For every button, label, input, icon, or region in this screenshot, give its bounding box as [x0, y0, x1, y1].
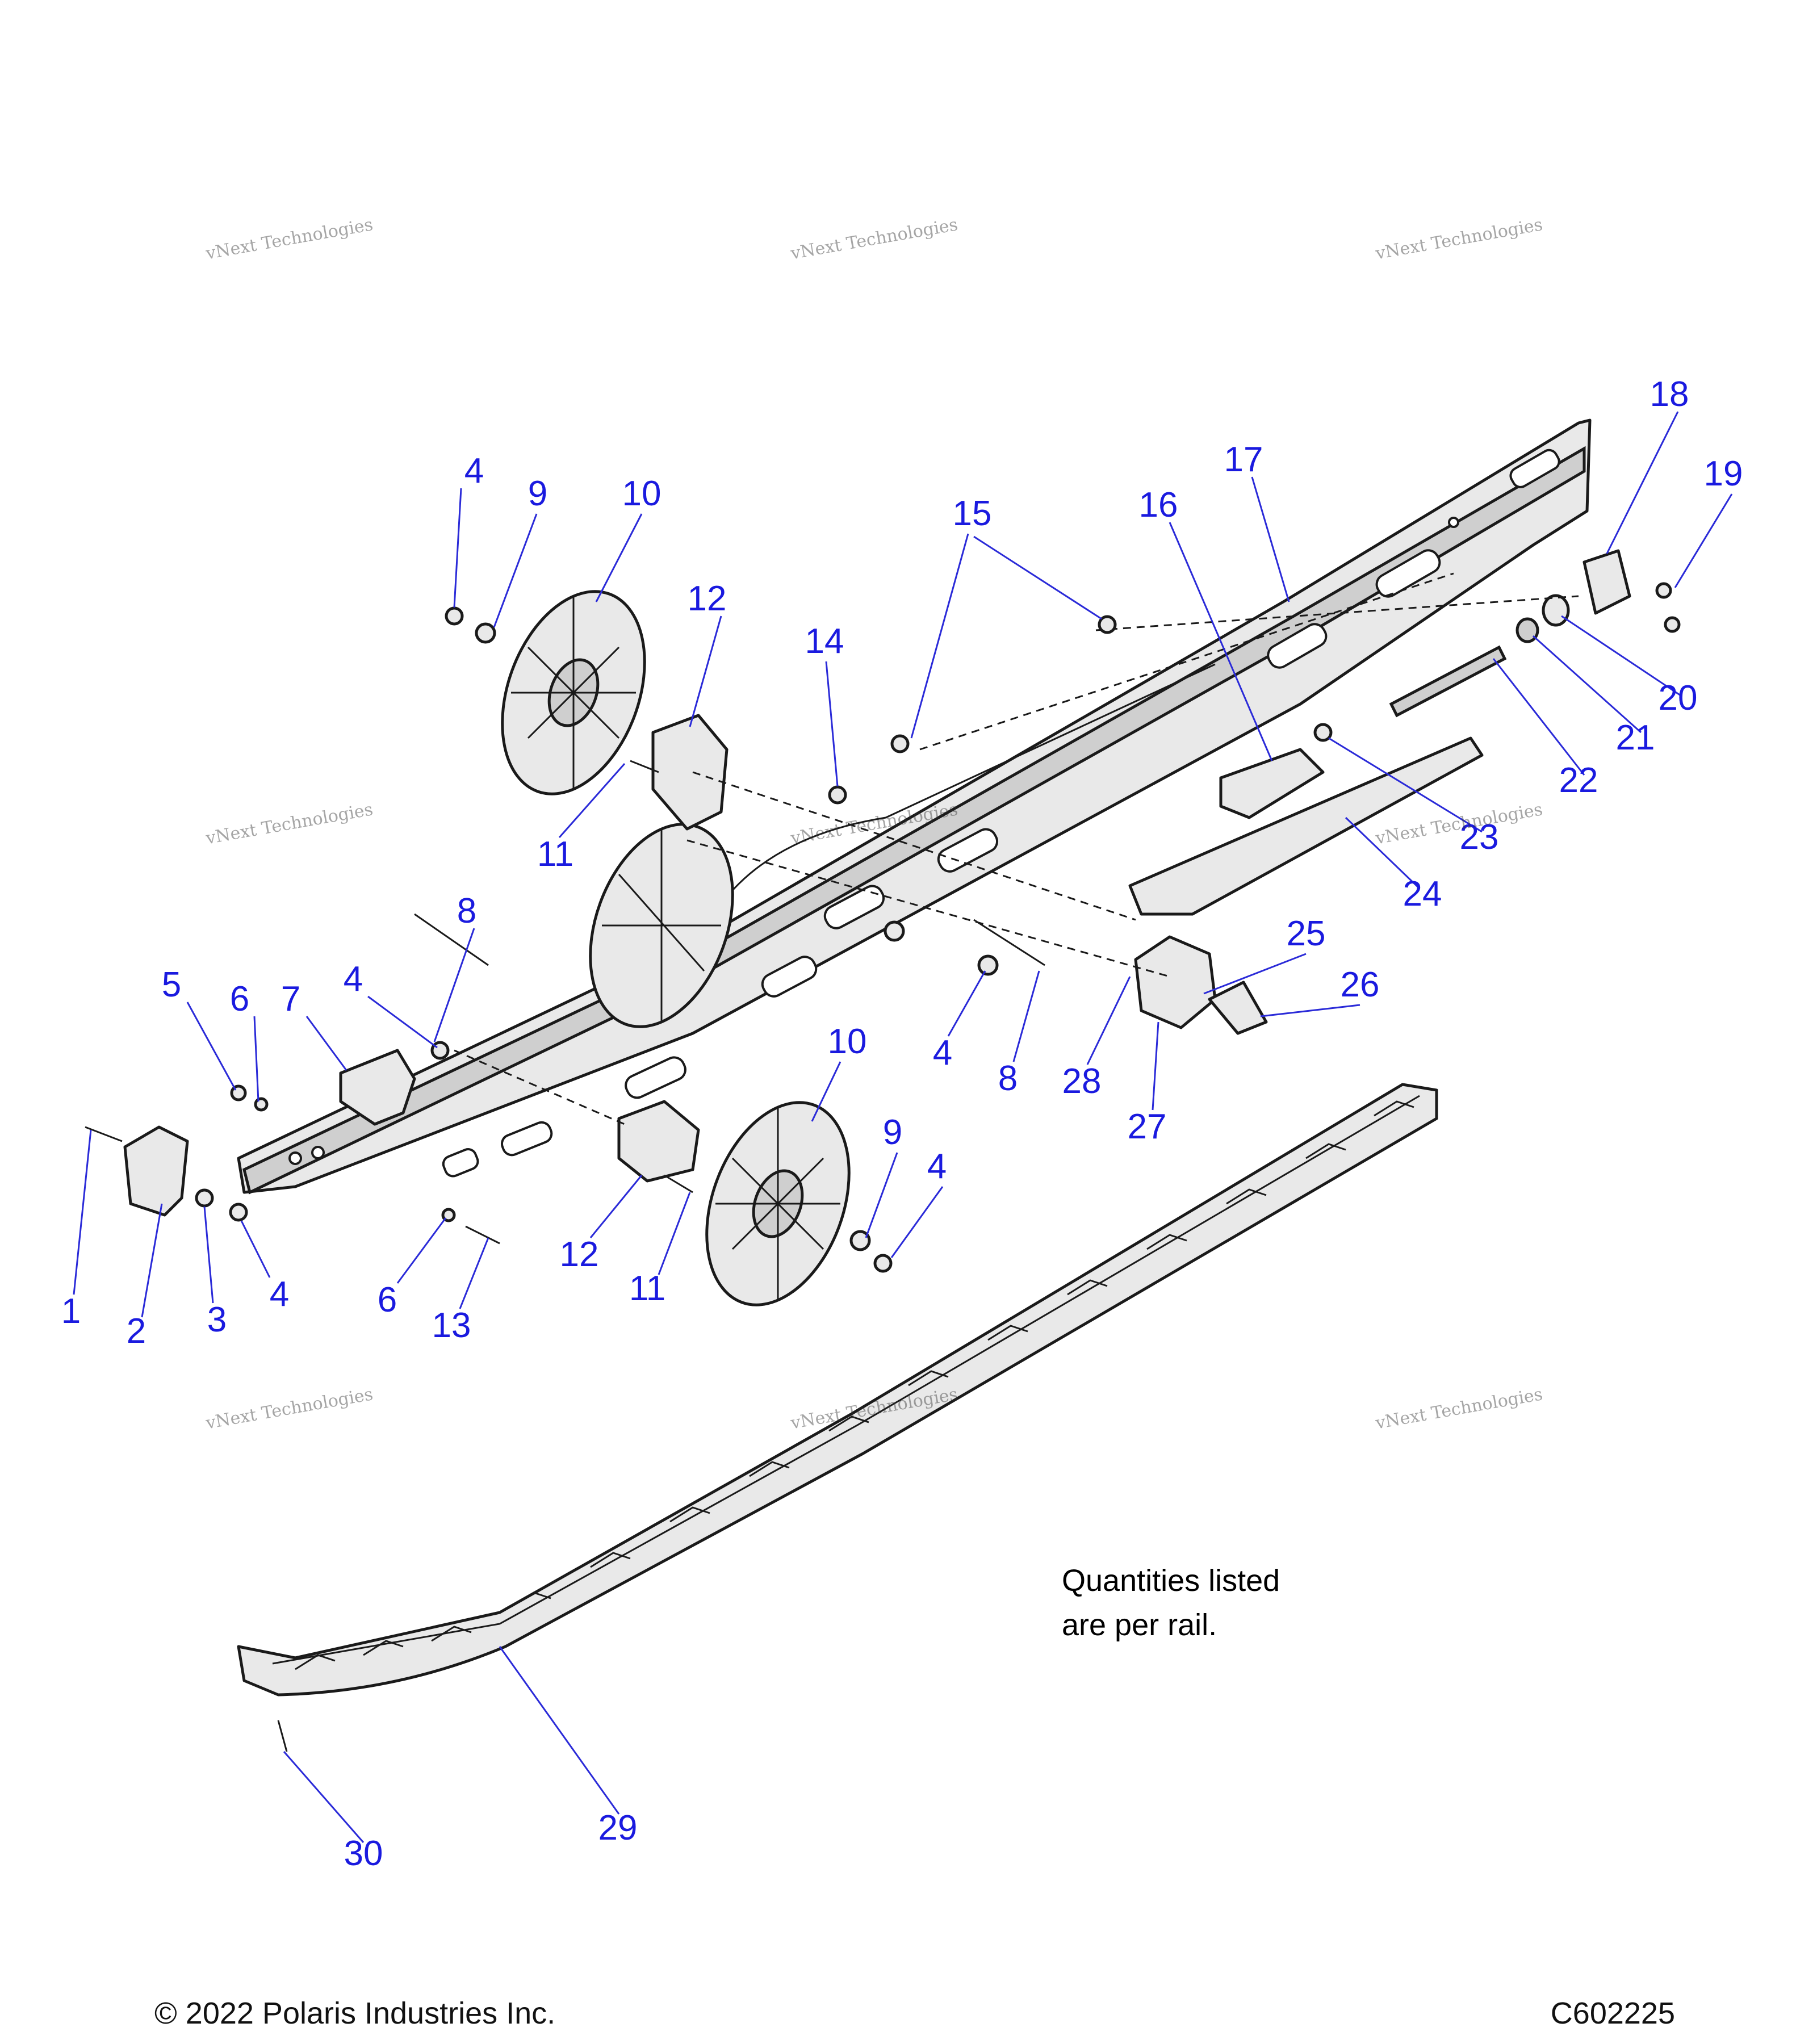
callout-23: 23 [1460, 818, 1499, 857]
callout-8: 8 [998, 1059, 1018, 1098]
rear-bracket [1582, 549, 1631, 615]
axle-boss-lower [617, 1100, 700, 1183]
callout-2: 2 [127, 1312, 146, 1351]
axle-boss-upper [651, 714, 729, 831]
idler-wheel-lower [705, 1101, 851, 1306]
rear-slide-block [1128, 736, 1484, 916]
hyfax-notches [295, 1100, 1414, 1670]
leader-lines [73, 411, 1733, 1843]
callout-4: 4 [270, 1275, 289, 1314]
callout-12: 12 [688, 579, 727, 618]
callout-9: 9 [883, 1113, 902, 1152]
callout-25: 25 [1287, 914, 1326, 953]
callout-28: 28 [1062, 1062, 1102, 1101]
callout-7: 7 [281, 979, 300, 1019]
tensioner-sleeve [1208, 981, 1268, 1035]
callout-22: 22 [1559, 761, 1598, 800]
callout-13: 13 [432, 1306, 471, 1345]
callout-17: 17 [1224, 440, 1263, 479]
callout-10: 10 [622, 474, 662, 513]
callout-19: 19 [1704, 454, 1743, 493]
callout-4: 4 [933, 1033, 952, 1073]
callout-18: 18 [1650, 375, 1689, 414]
callout-10: 10 [828, 1022, 867, 1061]
callout-8: 8 [457, 891, 476, 931]
slide-pad [1219, 748, 1325, 819]
callout-14: 14 [805, 622, 844, 661]
callout-4: 4 [927, 1147, 947, 1186]
callout-4: 4 [464, 451, 484, 491]
nut [1515, 617, 1539, 643]
spacer [1542, 594, 1570, 627]
idler-wheel-upper [501, 590, 646, 795]
callout-26: 26 [1341, 965, 1380, 1004]
callout-4: 4 [344, 960, 363, 999]
callout-1: 1 [61, 1292, 81, 1331]
callout-9: 9 [528, 474, 547, 513]
quantities-note: Quantities listed are per rail. [1062, 1564, 1280, 1642]
callout-29: 29 [598, 1808, 638, 1848]
callout-15: 15 [953, 494, 992, 533]
assembly-lines [454, 572, 1579, 1125]
callout-6: 6 [230, 979, 249, 1019]
hyfax-wear-strip [237, 1083, 1438, 1697]
diagram-code: C602225 [1550, 1996, 1675, 2030]
callout-21: 21 [1616, 718, 1655, 757]
callout-5: 5 [162, 965, 181, 1004]
adjuster-bolt [1389, 645, 1507, 718]
idler-wheel-middle [589, 823, 734, 1028]
callout-30: 30 [344, 1834, 383, 1873]
tensioner-block [1134, 935, 1217, 1029]
callout-27: 27 [1128, 1107, 1167, 1146]
callout-11: 11 [629, 1269, 665, 1308]
callout-12: 12 [560, 1235, 599, 1274]
front-cap [123, 1125, 189, 1217]
rail-cutouts [288, 449, 1560, 1178]
bumper-bracket [339, 1049, 416, 1126]
fasteners [85, 582, 1681, 1752]
callout-11: 11 [537, 835, 573, 874]
callout-16: 16 [1139, 485, 1178, 525]
callout-24: 24 [1403, 874, 1442, 914]
callout-20: 20 [1659, 678, 1698, 718]
callout-3: 3 [207, 1300, 227, 1339]
copyright: © 2022 Polaris Industries Inc. [154, 1996, 556, 2030]
callout-6: 6 [378, 1280, 397, 1320]
